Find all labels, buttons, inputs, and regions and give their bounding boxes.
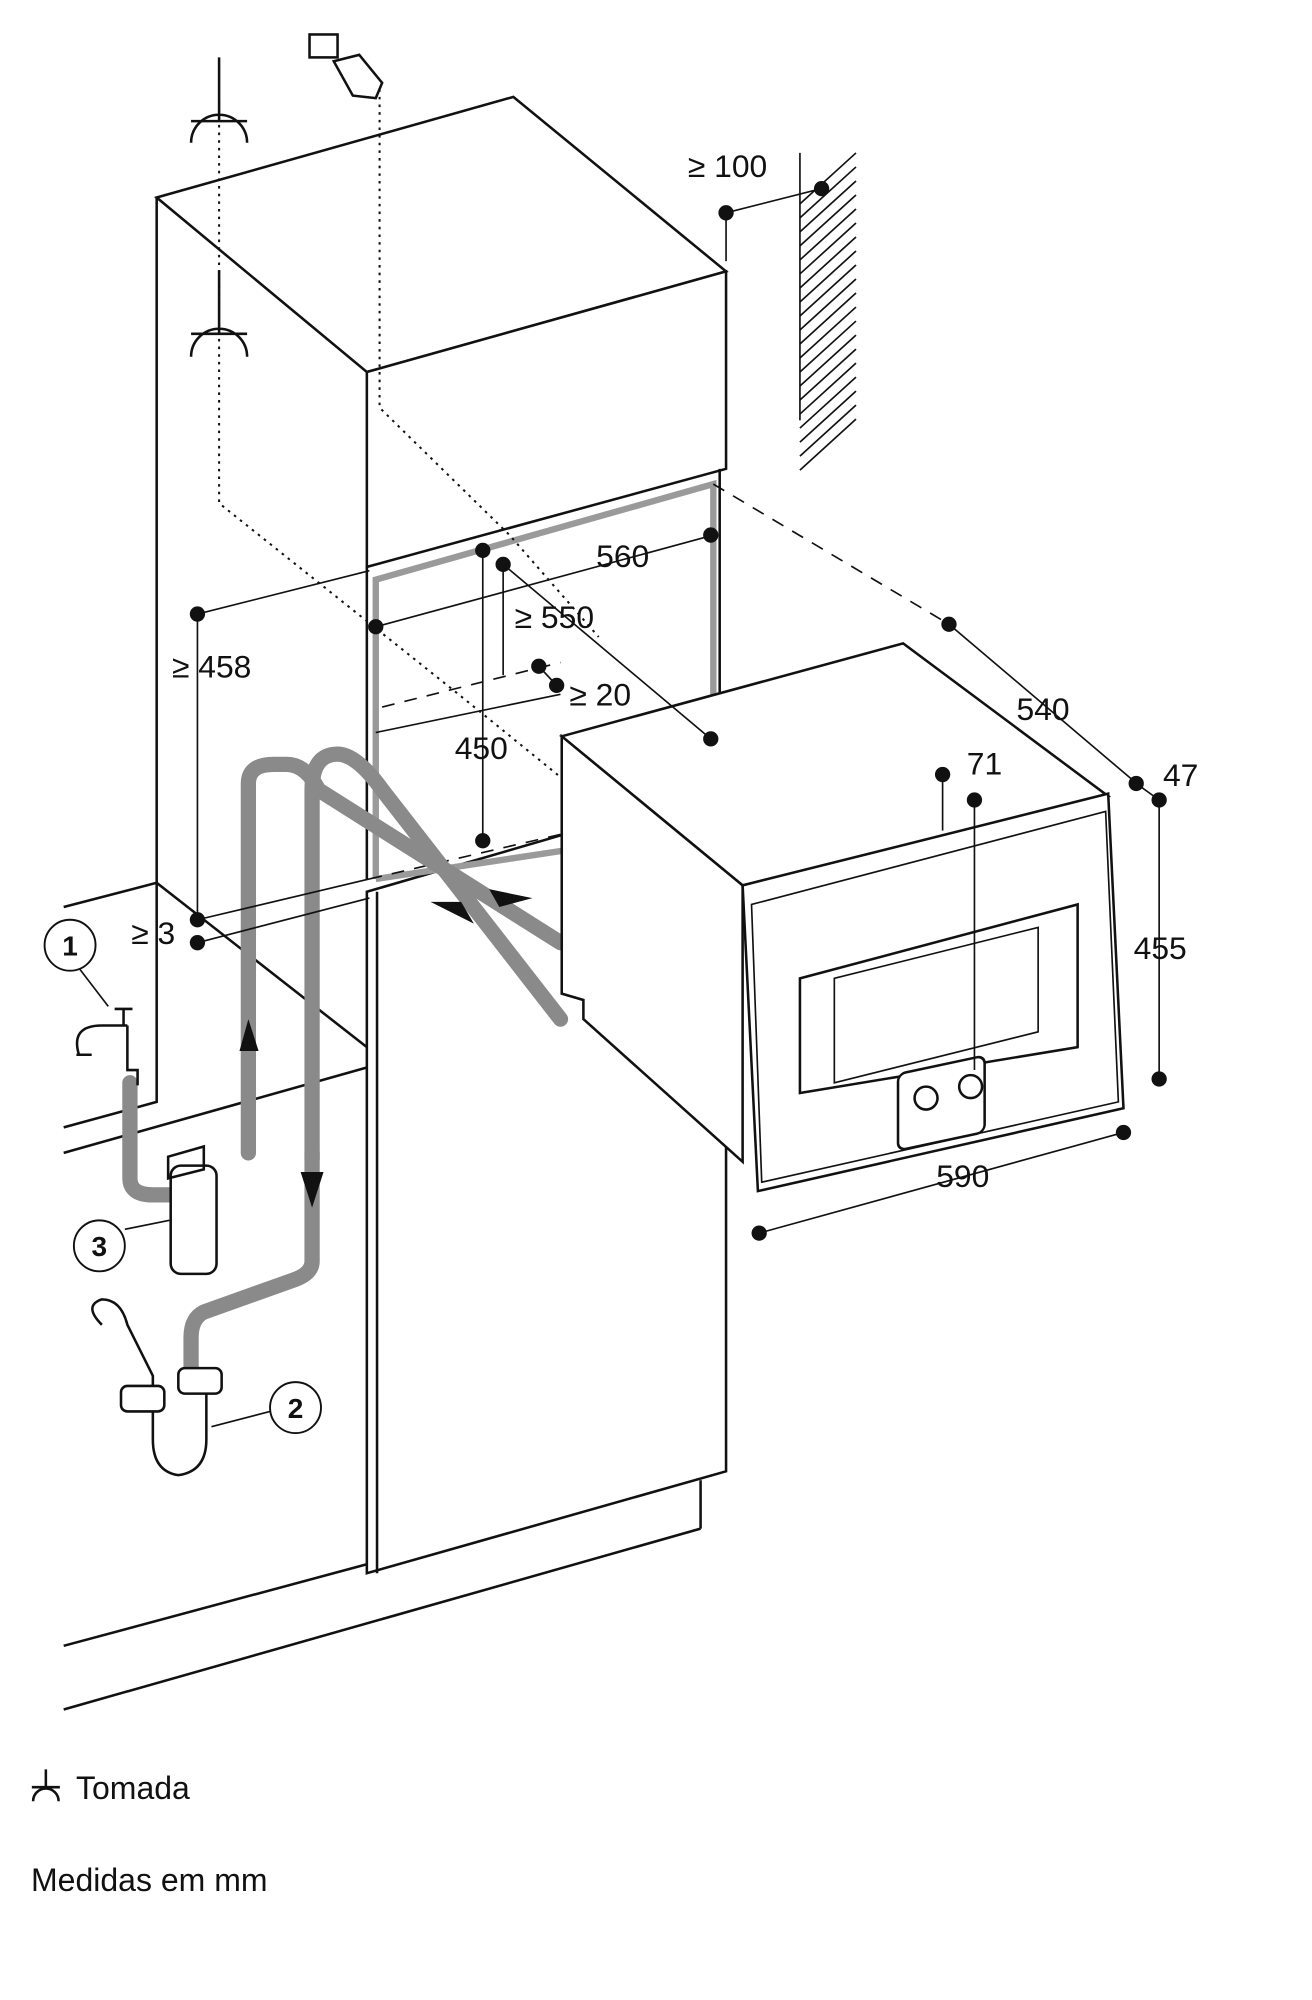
units-note: Medidas em mm: [31, 1862, 268, 1898]
callout-2: 2: [269, 1381, 322, 1435]
dimension-point: [751, 1225, 767, 1241]
callout-3: 3: [72, 1219, 126, 1273]
svg-text:1: 1: [62, 930, 78, 961]
dimension-point: [189, 912, 206, 928]
callout-1: 1: [43, 918, 97, 972]
dimension-point: [718, 205, 734, 221]
hatch-line: [799, 306, 857, 359]
hatch-line: [799, 362, 857, 415]
arrow-right-icon: [489, 889, 533, 908]
dim-appliance-height: 455: [1134, 930, 1187, 966]
hatch-line: [799, 264, 857, 317]
hatch-line: [799, 390, 857, 443]
water-tap: [75, 1007, 139, 1086]
water-filter: [166, 1144, 218, 1276]
hatch-line: [799, 418, 857, 471]
svg-text:2: 2: [288, 1393, 304, 1424]
hatch-line: [799, 250, 857, 303]
dim-niche-depth: ≥ 550: [515, 599, 594, 635]
dim-niche-height: 450: [455, 730, 508, 766]
dimension-points: [189, 180, 1167, 1241]
hatch-line: [799, 348, 857, 401]
hatch-line: [799, 236, 857, 289]
dimension-point: [189, 606, 206, 622]
dim-niche-height-from-floor: ≥ 458: [172, 649, 251, 685]
hatch-line: [799, 334, 857, 387]
dimension-point: [475, 833, 491, 849]
arrow-down-icon: [300, 1171, 324, 1208]
dimension-point: [813, 180, 830, 197]
hatch-line: [799, 376, 857, 429]
oven: [559, 641, 1125, 1193]
dimension-point: [934, 766, 951, 783]
oven-knob-right: [957, 1073, 984, 1100]
dim-gap: ≥ 20: [569, 677, 631, 713]
socket-symbols: [189, 33, 384, 357]
dim-front-thickness: 47: [1163, 757, 1198, 793]
siphon: [91, 1298, 223, 1477]
dim-niche-width: 560: [596, 538, 649, 574]
hatch-line: [799, 278, 857, 331]
dimension-point: [703, 527, 719, 543]
dimension-point: [941, 616, 957, 632]
oven-knob-left: [913, 1085, 939, 1111]
hatch-line: [799, 152, 857, 205]
dimension-point: [549, 677, 565, 694]
dimension-point: [1151, 1071, 1167, 1087]
dimension-point: [368, 619, 384, 635]
legend-socket-label: Tomada: [76, 1770, 190, 1806]
dimension-point: [495, 556, 511, 573]
dimension-point: [475, 542, 491, 558]
wall-hatch: [799, 152, 857, 471]
hatch-line: [799, 180, 857, 233]
dimension-point: [531, 658, 547, 674]
svg-text:3: 3: [92, 1231, 108, 1262]
dimension-lines: [78, 187, 1160, 1428]
dimension-point: [1115, 1124, 1132, 1141]
dim-appliance-depth: 540: [1016, 691, 1069, 727]
dimension-point: [966, 792, 983, 808]
hatch-line: [799, 208, 857, 261]
dim-appliance-width: 590: [936, 1158, 989, 1194]
hatch-line: [799, 194, 857, 247]
floor-lines: [63, 881, 702, 1711]
arrow-up-icon: [239, 1019, 259, 1051]
dimension-point: [1128, 775, 1144, 792]
hatch-line: [799, 292, 857, 345]
dim-control-offset: 71: [967, 746, 1002, 782]
dimension-point: [703, 731, 719, 747]
hatch-line: [799, 222, 857, 275]
hatch-line: [799, 320, 857, 373]
dim-top-clearance: ≥ 100: [688, 148, 767, 184]
water-hoses: [122, 746, 569, 1378]
hatch-line: [799, 404, 857, 457]
dimension-point: [1151, 792, 1167, 808]
dimension-point: [189, 935, 206, 951]
dim-bottom-gap: ≥ 3: [131, 915, 175, 951]
socket-icon: [31, 1769, 60, 1802]
